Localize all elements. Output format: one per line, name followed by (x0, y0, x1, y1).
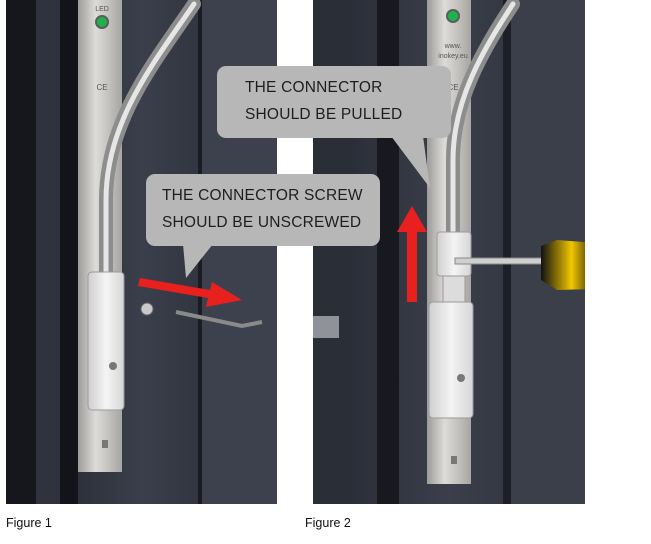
callout-pull-line-1: THE CONNECTOR (245, 79, 383, 96)
brand-text: inokey.eu (438, 53, 468, 60)
callout-unscrew-line-1: THE CONNECTOR SCREW (162, 187, 363, 204)
url-text: www. (444, 43, 462, 50)
red-arrow-icon (397, 206, 427, 302)
led-label: LED (95, 6, 109, 13)
led-indicator-icon (95, 15, 109, 29)
hex-key-icon (175, 310, 263, 329)
callout-unscrew: THE CONNECTOR SCREW SHOULD BE UNSCREWED (146, 174, 380, 246)
callout-pull-line-2: SHOULD BE PULLED (245, 106, 403, 123)
connector-body (87, 271, 125, 411)
led-indicator-icon (446, 9, 460, 23)
screwdriver-icon (454, 240, 585, 290)
connector-body (428, 301, 474, 419)
ce-mark: CE (96, 83, 107, 92)
callout-pull: THE CONNECTOR SHOULD BE PULLED (217, 66, 451, 138)
figure-2-caption: Figure 2 (305, 516, 351, 530)
ce-mark: CE (447, 83, 458, 92)
callout-unscrew-line-2: SHOULD BE UNSCREWED (162, 214, 362, 231)
connector-screw-icon (140, 302, 154, 316)
figure-1-caption: Figure 1 (6, 516, 52, 530)
red-arrow-icon (138, 278, 242, 307)
